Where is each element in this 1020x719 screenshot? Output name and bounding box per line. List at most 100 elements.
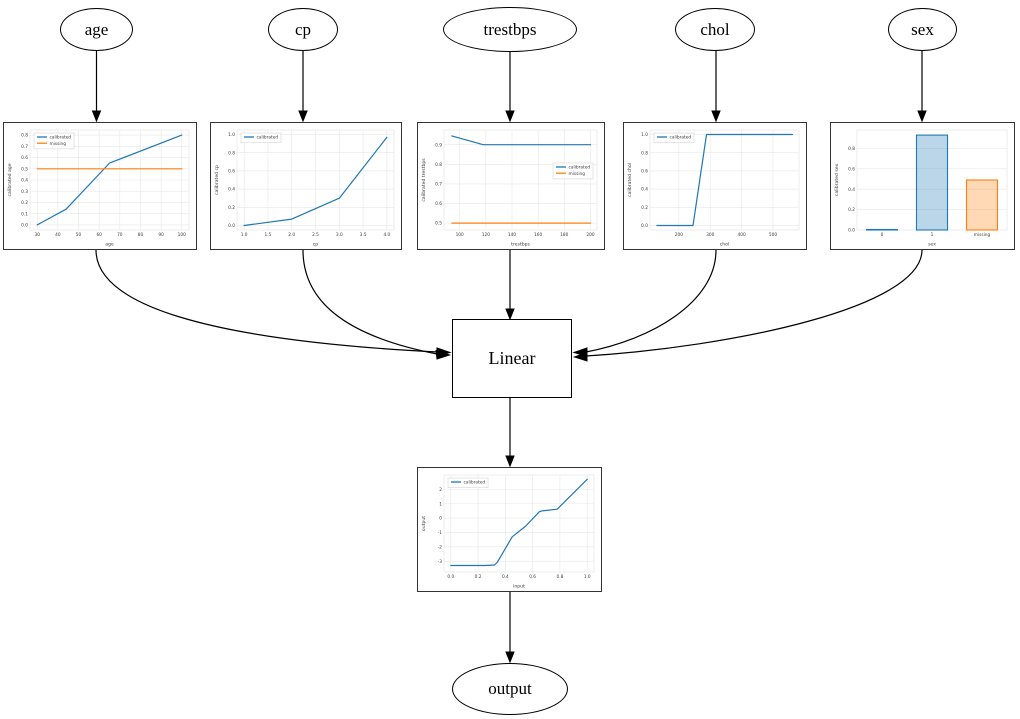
edge-chol-to-chol-plot bbox=[711, 51, 721, 123]
svg-text:0.8: 0.8 bbox=[21, 133, 28, 139]
svg-text:0.4: 0.4 bbox=[21, 178, 28, 184]
svg-text:cp: cp bbox=[313, 243, 319, 248]
svg-text:age: age bbox=[105, 243, 114, 248]
linear-node: Linear bbox=[452, 319, 572, 398]
edge-output-plot-to-output bbox=[505, 592, 515, 664]
svg-text:-3: -3 bbox=[438, 559, 443, 565]
edge-trestbps-plot-to-linear bbox=[505, 250, 515, 321]
svg-text:-1: -1 bbox=[438, 530, 443, 536]
input-node-age: age bbox=[60, 8, 133, 51]
input-node-trestbps: trestbps bbox=[443, 7, 577, 52]
svg-text:0.6: 0.6 bbox=[848, 166, 855, 172]
svg-text:0.8: 0.8 bbox=[848, 146, 855, 152]
svg-text:0.2: 0.2 bbox=[228, 205, 235, 211]
svg-text:40: 40 bbox=[55, 232, 61, 238]
svg-text:0.4: 0.4 bbox=[228, 187, 235, 193]
svg-text:0.7: 0.7 bbox=[435, 182, 442, 188]
svg-text:0.5: 0.5 bbox=[21, 166, 28, 172]
svg-text:0.4: 0.4 bbox=[641, 187, 648, 193]
svg-text:calibrated: calibrated bbox=[569, 165, 591, 171]
svg-text:0.0: 0.0 bbox=[228, 223, 235, 229]
output-node: output bbox=[452, 663, 568, 715]
svg-text:1.0: 1.0 bbox=[641, 132, 648, 138]
svg-text:calibrated: calibrated bbox=[464, 480, 486, 486]
input-node-cp: cp bbox=[268, 8, 338, 51]
svg-text:0.6: 0.6 bbox=[529, 574, 536, 580]
edge-sex-to-sex-plot bbox=[917, 51, 927, 123]
input-node-sex-label: sex bbox=[911, 19, 934, 39]
svg-text:0.3: 0.3 bbox=[21, 189, 28, 195]
svg-text:0: 0 bbox=[439, 516, 442, 522]
svg-text:calibrated sex: calibrated sex bbox=[834, 164, 840, 197]
svg-text:1.5: 1.5 bbox=[265, 232, 272, 238]
svg-text:0.8: 0.8 bbox=[435, 162, 442, 168]
svg-text:2.5: 2.5 bbox=[312, 232, 319, 238]
svg-text:1: 1 bbox=[439, 501, 442, 507]
edge-age-to-age-plot bbox=[91, 51, 102, 123]
svg-text:output: output bbox=[421, 516, 427, 531]
svg-text:100: 100 bbox=[178, 232, 186, 238]
svg-text:2.0: 2.0 bbox=[288, 232, 295, 238]
output-node-label: output bbox=[488, 679, 532, 698]
svg-text:1: 1 bbox=[931, 232, 934, 238]
svg-text:90: 90 bbox=[158, 232, 164, 238]
svg-text:0.0: 0.0 bbox=[641, 223, 648, 229]
edge-cp-to-cp-plot bbox=[298, 51, 308, 123]
input-node-chol: chol bbox=[675, 8, 755, 51]
svg-text:calibrated: calibrated bbox=[257, 135, 279, 141]
svg-text:100: 100 bbox=[456, 232, 464, 238]
svg-text:30: 30 bbox=[34, 232, 40, 238]
svg-text:160: 160 bbox=[534, 232, 542, 238]
svg-text:180: 180 bbox=[560, 232, 568, 238]
svg-text:calibrated cp: calibrated cp bbox=[214, 165, 220, 195]
svg-text:calibrated age: calibrated age bbox=[7, 163, 13, 196]
svg-text:400: 400 bbox=[737, 232, 745, 238]
svg-text:0.6: 0.6 bbox=[228, 169, 235, 175]
svg-text:0.2: 0.2 bbox=[848, 207, 855, 213]
edge-sex-plot-to-linear bbox=[572, 249, 923, 362]
input-node-chol-label: chol bbox=[700, 19, 730, 39]
svg-text:0.2: 0.2 bbox=[641, 205, 648, 211]
input-node-sex: sex bbox=[888, 8, 957, 51]
input-node-cp-label: cp bbox=[294, 19, 312, 39]
svg-text:50: 50 bbox=[76, 232, 82, 238]
svg-text:0.2: 0.2 bbox=[475, 574, 482, 580]
svg-text:calibrated: calibrated bbox=[670, 135, 692, 141]
svg-text:0.4: 0.4 bbox=[848, 187, 855, 193]
svg-text:0.2: 0.2 bbox=[21, 200, 28, 206]
svg-text:missing: missing bbox=[569, 171, 586, 177]
svg-text:calibrated: calibrated bbox=[50, 135, 72, 141]
edge-trestbps-to-trestbps-plot bbox=[505, 52, 515, 123]
svg-text:missing: missing bbox=[50, 141, 67, 147]
svg-text:0: 0 bbox=[881, 232, 884, 238]
svg-text:0.8: 0.8 bbox=[228, 150, 235, 156]
svg-text:-2: -2 bbox=[438, 544, 443, 550]
svg-text:0.0: 0.0 bbox=[447, 574, 454, 580]
svg-text:0.6: 0.6 bbox=[435, 201, 442, 207]
svg-text:1.0: 1.0 bbox=[241, 232, 248, 238]
edge-chol-plot-to-linear bbox=[572, 249, 717, 358]
svg-text:1.0: 1.0 bbox=[228, 132, 235, 138]
linear-node-label: Linear bbox=[488, 348, 536, 368]
svg-text:0.4: 0.4 bbox=[502, 574, 509, 580]
svg-text:70: 70 bbox=[117, 232, 123, 238]
svg-text:chol: chol bbox=[720, 242, 730, 248]
svg-text:3.5: 3.5 bbox=[360, 232, 367, 238]
svg-text:300: 300 bbox=[706, 232, 714, 238]
edge-cp-plot-to-linear bbox=[302, 249, 452, 360]
svg-text:500: 500 bbox=[769, 232, 777, 238]
svg-text:0.9: 0.9 bbox=[435, 142, 442, 148]
edge-linear-to-output-plot bbox=[505, 398, 515, 468]
svg-text:80: 80 bbox=[138, 232, 144, 238]
svg-text:1.0: 1.0 bbox=[584, 574, 591, 580]
svg-text:200: 200 bbox=[586, 232, 594, 238]
svg-text:0.8: 0.8 bbox=[641, 150, 648, 156]
input-node-age-label: age bbox=[84, 19, 109, 39]
svg-text:input: input bbox=[513, 584, 525, 590]
svg-text:sex: sex bbox=[928, 243, 936, 248]
